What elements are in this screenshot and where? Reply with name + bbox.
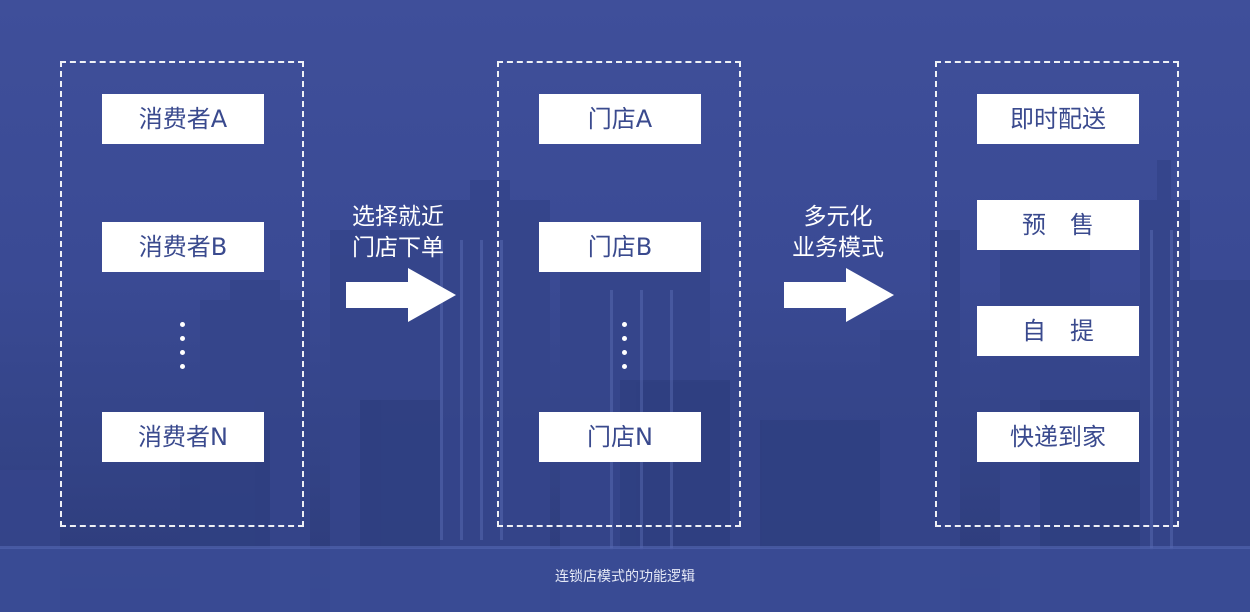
business-modes-group: 即时配送 预 售 自 提 快递到家 — [935, 61, 1179, 527]
connector-1-line2: 门店下单 — [352, 235, 444, 261]
consumer-n-box: 消费者N — [102, 412, 264, 462]
store-b-box: 门店B — [539, 222, 701, 272]
connector-1-label: 选择就近 门店下单 — [328, 202, 468, 264]
connector-1-line1: 选择就近 — [352, 204, 444, 230]
ellipsis-dots — [180, 322, 186, 378]
consumer-b-box: 消费者B — [102, 222, 264, 272]
presale-box: 预 售 — [977, 200, 1139, 250]
consumers-group: 消费者A 消费者B 消费者N — [60, 61, 304, 527]
connector-2-line2: 业务模式 — [792, 235, 884, 261]
store-a-box: 门店A — [539, 94, 701, 144]
express-delivery-box: 快递到家 — [977, 412, 1139, 462]
arrow-right-icon — [784, 268, 894, 322]
diagram-caption: 连锁店模式的功能逻辑 — [555, 569, 695, 585]
ellipsis-dots — [622, 322, 628, 378]
consumer-a-box: 消费者A — [102, 94, 264, 144]
stores-group: 门店A 门店B 门店N — [497, 61, 741, 527]
instant-delivery-box: 即时配送 — [977, 94, 1139, 144]
self-pickup-box: 自 提 — [977, 306, 1139, 356]
connector-2-label: 多元化 业务模式 — [768, 202, 908, 264]
arrow-right-icon — [346, 268, 456, 322]
connector-2-line1: 多元化 — [803, 204, 873, 230]
store-n-box: 门店N — [539, 412, 701, 462]
